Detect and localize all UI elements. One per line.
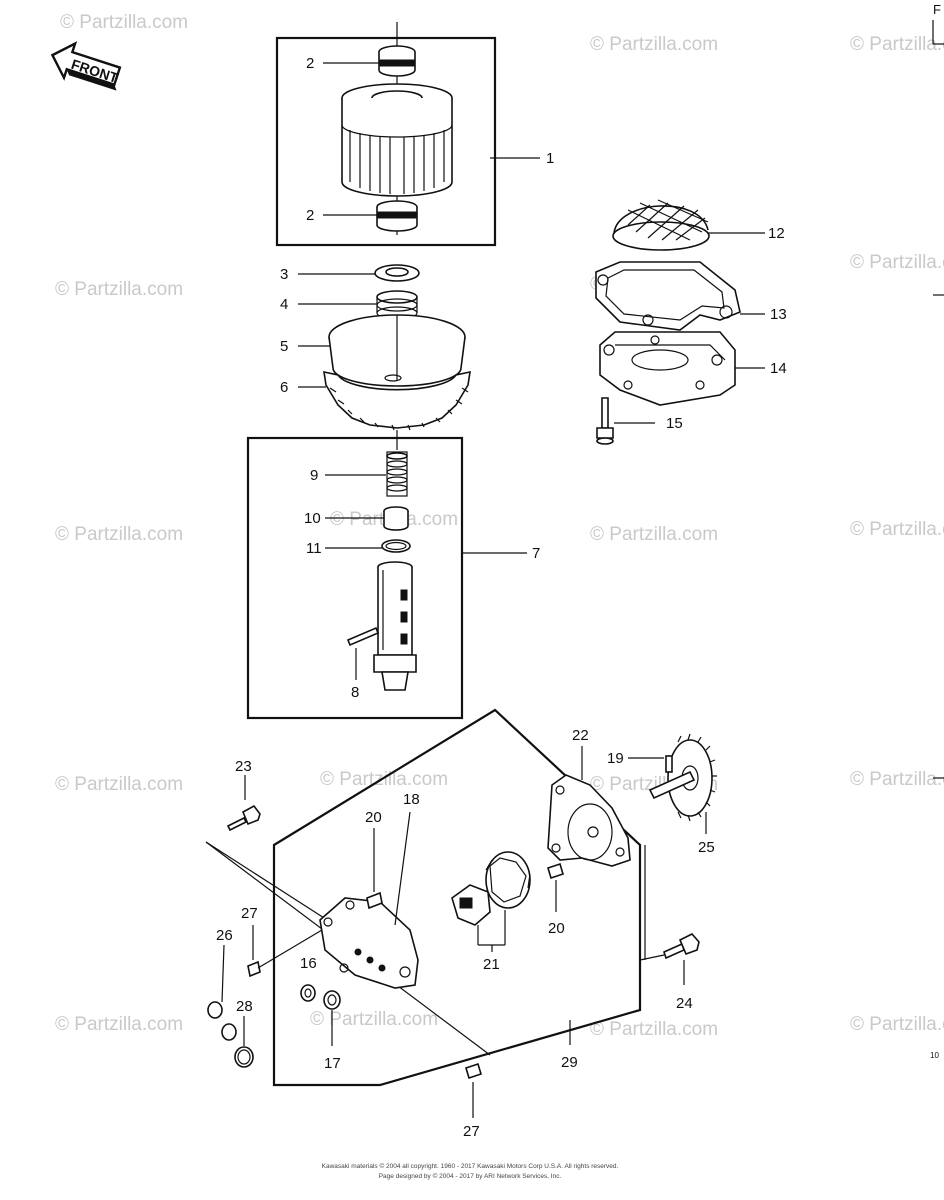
- callout-2-bottom: 2: [306, 207, 314, 224]
- callout-29: 29: [561, 1054, 578, 1071]
- callout-16: 16: [300, 955, 317, 972]
- dowel-pin-20-left: [366, 828, 383, 910]
- inner-rotor-21: [451, 884, 491, 945]
- callout-19: 19: [607, 750, 624, 767]
- gasket-13: [595, 261, 765, 331]
- o-rings-26: [207, 944, 237, 1041]
- oil-pump-assembly-outline: [272, 708, 642, 1087]
- front-arrow: FRONT: [50, 41, 122, 91]
- callout-27-lower: 27: [463, 1123, 480, 1140]
- leader-lines-filter: [323, 62, 540, 216]
- bypass-spring-9: [386, 430, 408, 497]
- callout-4: 4: [280, 296, 288, 313]
- valve-10: [383, 506, 409, 531]
- callout-15: 15: [666, 415, 683, 432]
- callout-20-right: 20: [548, 920, 565, 937]
- watermark-7: © Partzilla.com: [55, 524, 183, 545]
- watermark-3: © Partzilla.com: [850, 34, 944, 55]
- callout-28: 28: [236, 998, 253, 1015]
- o-ring-11: [381, 539, 411, 553]
- oil-filter-element: [341, 22, 453, 235]
- copyright-line-2: Page designed by © 2004 - 2017 by ARI Ne…: [379, 1172, 562, 1180]
- watermark-10: © Partzilla.com: [850, 519, 944, 540]
- bolt-24: [639, 845, 700, 985]
- callout-24: 24: [676, 995, 693, 1012]
- watermark-11: © Partzilla.com: [55, 774, 183, 795]
- washer-3: [374, 264, 420, 282]
- pin-27-upper: [247, 925, 323, 978]
- callout-1: 1: [546, 150, 554, 167]
- callout-25: 25: [698, 839, 715, 856]
- pin-27-lower: [465, 1062, 482, 1118]
- bolt-15: [596, 397, 655, 445]
- filter-assembly-box: [275, 36, 497, 247]
- pin-8: [346, 626, 380, 680]
- watermark-6: © Partzilla.com: [850, 252, 944, 273]
- page-number: 10: [930, 1051, 939, 1060]
- shaft-19: [628, 755, 696, 800]
- watermarks: © Partzilla.com © Partzilla.com © Partzi…: [55, 12, 944, 1040]
- callout-22: 22: [572, 727, 589, 744]
- callout-7: 7: [532, 545, 540, 562]
- seal-17: [323, 990, 341, 1046]
- outer-rotor-21: [485, 851, 531, 945]
- watermark-2: © Partzilla.com: [590, 34, 718, 55]
- callout-18: 18: [403, 791, 420, 808]
- copyright-line-1: Kawasaki materials © 2004 all copyright.…: [322, 1162, 619, 1170]
- watermark-17: © Partzilla.com: [590, 1019, 718, 1040]
- strainer-screen-12: [612, 199, 765, 251]
- filter-housing-6: [323, 370, 471, 431]
- watermark-12: © Partzilla.com: [320, 769, 448, 790]
- dowel-pin-20-right: [547, 862, 564, 912]
- spring-4: [376, 290, 418, 320]
- watermark-9: © Partzilla.com: [590, 524, 718, 545]
- o-ring-28: [234, 1016, 254, 1068]
- strainer-housing-14: [599, 331, 765, 406]
- corner-letter: F: [933, 2, 941, 17]
- leader-lines-3-6: [298, 273, 378, 388]
- callout-13: 13: [770, 306, 787, 323]
- callout-12: 12: [768, 225, 785, 242]
- callout-6: 6: [280, 379, 288, 396]
- callout-3: 3: [280, 266, 288, 283]
- bolt-23: [226, 775, 261, 832]
- callout-26: 26: [216, 927, 233, 944]
- watermark-18: © Partzilla.com: [850, 1014, 944, 1035]
- callout-20-left: 20: [365, 809, 382, 826]
- watermark-1: © Partzilla.com: [60, 12, 188, 33]
- callout-11: 11: [306, 540, 322, 557]
- callout-2-top: 2: [306, 55, 314, 72]
- callout-9: 9: [310, 467, 318, 484]
- watermark-15: © Partzilla.com: [55, 1014, 183, 1035]
- bypass-valve-box: [246, 436, 464, 720]
- callout-5: 5: [280, 338, 288, 355]
- watermark-4: © Partzilla.com: [55, 279, 183, 300]
- leader-lines-7-11: [325, 474, 527, 554]
- callout-27-upper: 27: [241, 905, 258, 922]
- callout-8: 8: [351, 684, 359, 701]
- bolt-body-7: [373, 561, 417, 691]
- callout-23: 23: [235, 758, 252, 775]
- watermark-14: © Partzilla.com: [850, 769, 944, 790]
- callout-17: 17: [324, 1055, 341, 1072]
- pump-cover-18: [319, 811, 419, 989]
- callout-10: 10: [304, 510, 321, 527]
- washer-16: [300, 984, 316, 1002]
- callout-21: 21: [483, 956, 500, 973]
- pump-body-22: [547, 746, 631, 867]
- watermark-16: © Partzilla.com: [310, 1009, 438, 1030]
- filter-cover-5: [328, 314, 466, 387]
- callout-14: 14: [770, 360, 787, 377]
